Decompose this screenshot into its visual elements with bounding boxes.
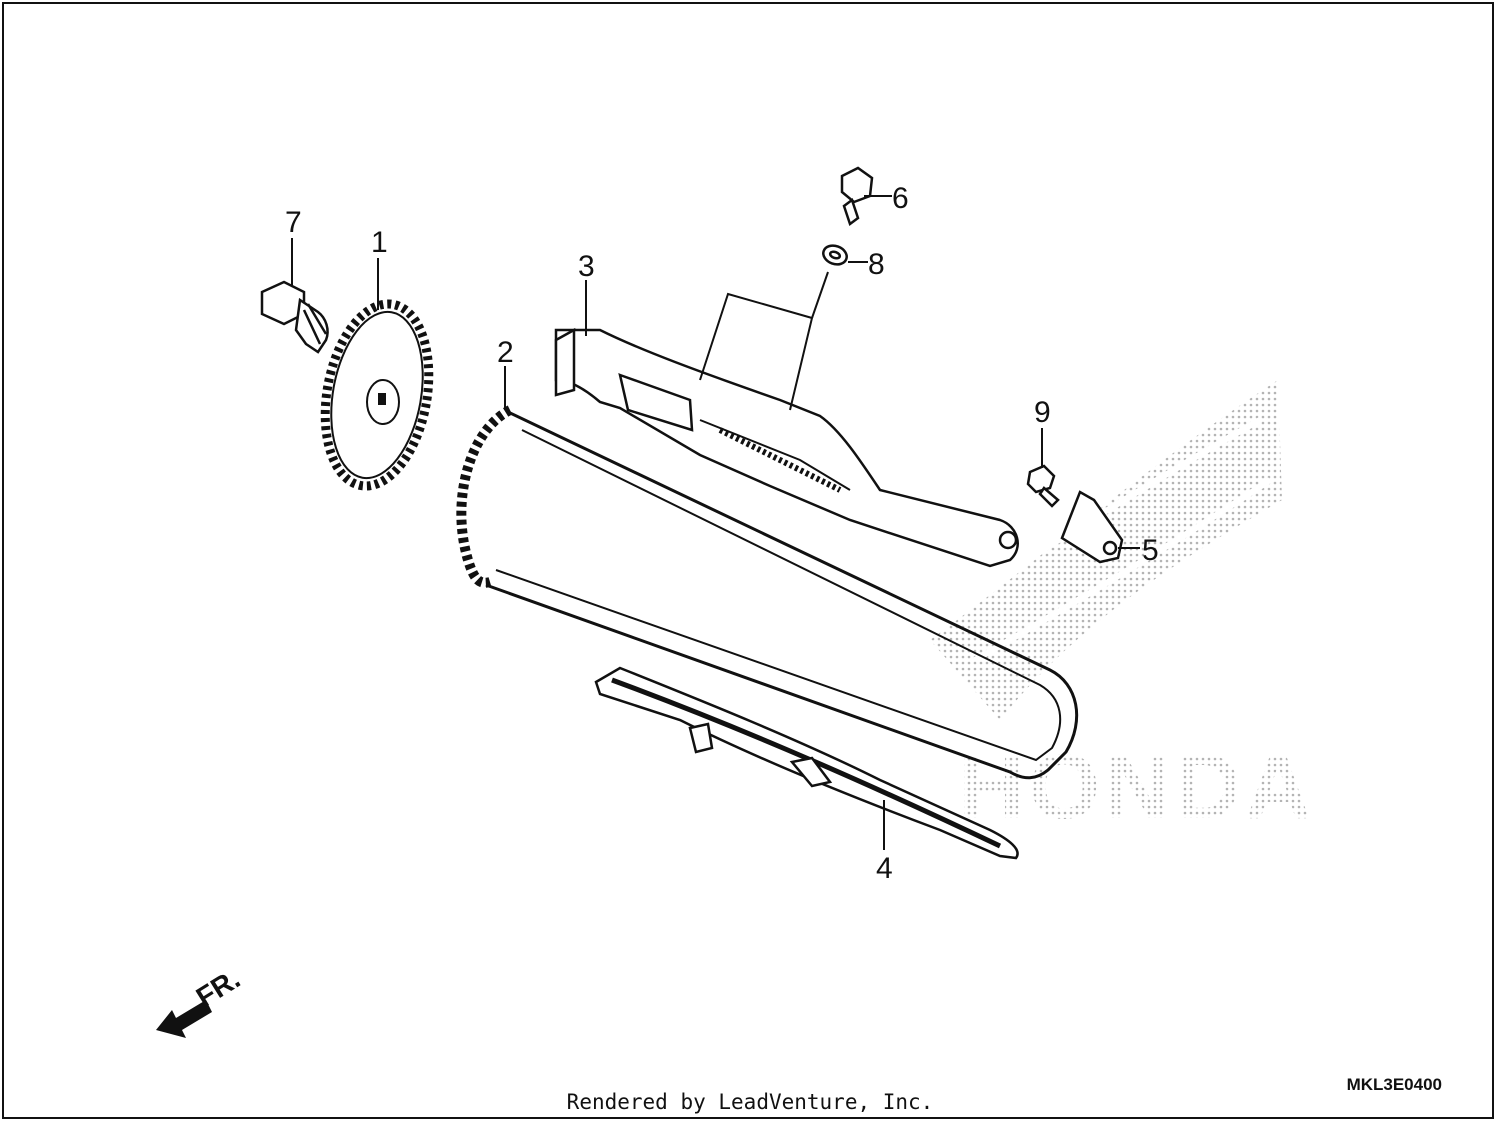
diagram-code: MKL3E0400: [1346, 1075, 1442, 1094]
front-direction-indicator: FR.: [156, 963, 245, 1038]
bolt-part-9: [1026, 464, 1060, 508]
chain-guide-part-4: [594, 666, 1019, 860]
cam-chain-part-2: [456, 405, 1079, 780]
callout-4: 4: [876, 852, 893, 885]
leader-lines: [291, 195, 1140, 850]
callout-6: 6: [892, 182, 909, 215]
callout-2: 2: [497, 336, 514, 369]
callout-5: 5: [1142, 534, 1159, 567]
render-credit: Rendered by LeadVenture, Inc.: [566, 1090, 934, 1114]
bolt-part-7: [260, 280, 329, 354]
callout-1: 1: [371, 226, 388, 259]
bolt-part-6: [840, 166, 874, 227]
honda-wing-watermark: HONDA: [930, 380, 1311, 838]
callout-8: 8: [868, 248, 885, 281]
washer-part-8: [822, 244, 848, 266]
callout-7: 7: [285, 206, 302, 239]
tensioner-lifter-part-5: [1060, 490, 1124, 564]
callout-9: 9: [1034, 396, 1051, 429]
tensioner-arm-part-3: [554, 327, 1019, 568]
front-arrow-icon: [156, 1000, 212, 1038]
cam-sprocket-part-1: [320, 299, 434, 491]
callout-3: 3: [578, 250, 595, 283]
